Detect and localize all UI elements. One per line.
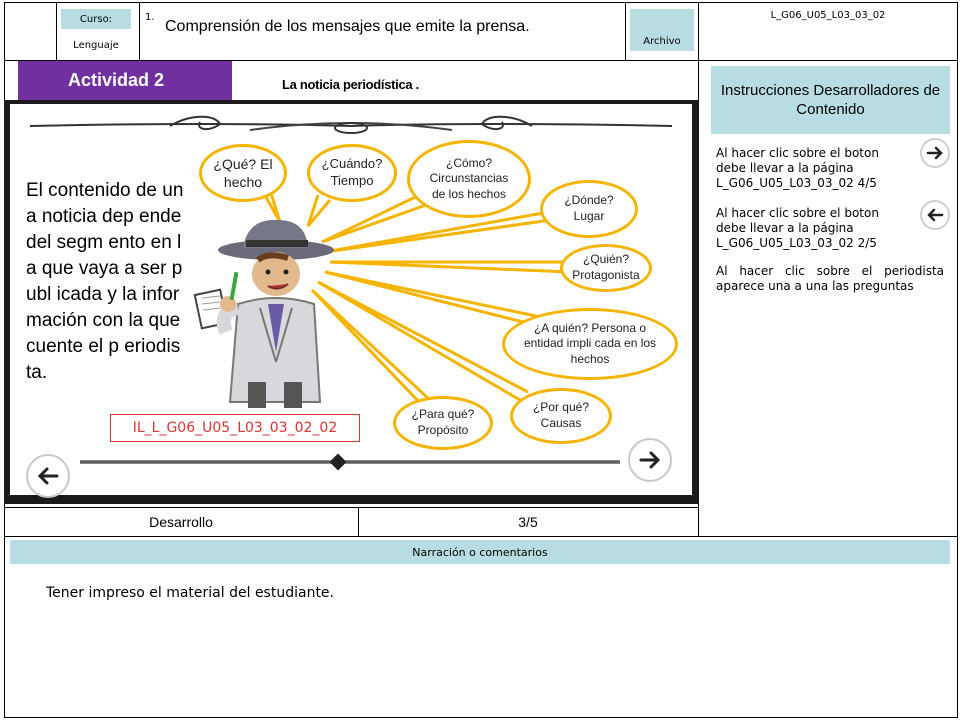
journalist-illustration[interactable] <box>188 212 348 412</box>
curso-label: Curso: <box>61 9 131 29</box>
speech-lines <box>260 188 571 407</box>
narration-header: Narración o comentarios <box>10 540 950 564</box>
next-slide-button[interactable] <box>628 438 672 482</box>
curso-value: Lenguaje <box>73 40 119 51</box>
instruction-item-1: Al hacer clic sobre el boton debe llevar… <box>716 146 879 190</box>
instruction-item-3: Al hacer clic sobre el periodista aparec… <box>716 264 944 293</box>
lesson-number: 1. <box>145 12 155 23</box>
instructions-title: Instrucciones Desarrolladores de Conteni… <box>711 66 950 134</box>
instruction-prev-button <box>920 200 950 230</box>
file-code: L_G06_U05_L03_03_02 <box>770 10 886 21</box>
arrow-left-icon <box>927 208 944 222</box>
bubble-por-que: ¿Por qué? Causas <box>510 388 612 444</box>
bubble-como: ¿Cómo? Circunstancias de los hechos <box>407 140 531 218</box>
activity-subtitle: La noticia periodística . <box>282 77 419 92</box>
bubble-cuando: ¿Cuándo? Tiempo <box>307 144 397 202</box>
arrow-left-icon <box>37 467 59 485</box>
page-indicator: 3/5 <box>518 514 538 530</box>
ornament-top <box>29 115 673 134</box>
bubble-para-que: ¿Para qué? Propósito <box>393 396 493 450</box>
instruction-item-2: Al hacer clic sobre el boton debe llevar… <box>716 206 879 250</box>
image-id-label: IL_L_G06_U05_L03_03_02_02 <box>110 414 360 442</box>
activity-tag <box>18 61 232 101</box>
narration-text: Tener impreso el material del estudiante… <box>46 585 334 601</box>
bubble-que: ¿Qué? El hecho <box>199 144 287 202</box>
arrow-right-icon <box>639 451 661 469</box>
page-title: Comprensión de los mensajes que emite la… <box>165 18 530 35</box>
bubble-quien: ¿Quién? Protagonista <box>560 244 652 292</box>
archivo-label: Archivo <box>630 9 694 51</box>
prev-slide-button[interactable] <box>26 454 70 498</box>
slide-body-text: El contenido de una noticia dep ende del… <box>26 180 184 383</box>
activity-label: Actividad 2 <box>68 70 165 90</box>
section-label: Desarrollo <box>149 514 213 530</box>
ornament-bottom <box>80 453 620 471</box>
bubble-a-quien: ¿A quién? Persona o entidad impli cada e… <box>502 308 678 380</box>
arrow-right-icon <box>926 146 943 160</box>
bubble-donde: ¿Dónde? Lugar <box>540 180 638 238</box>
instruction-next-button <box>920 138 950 168</box>
